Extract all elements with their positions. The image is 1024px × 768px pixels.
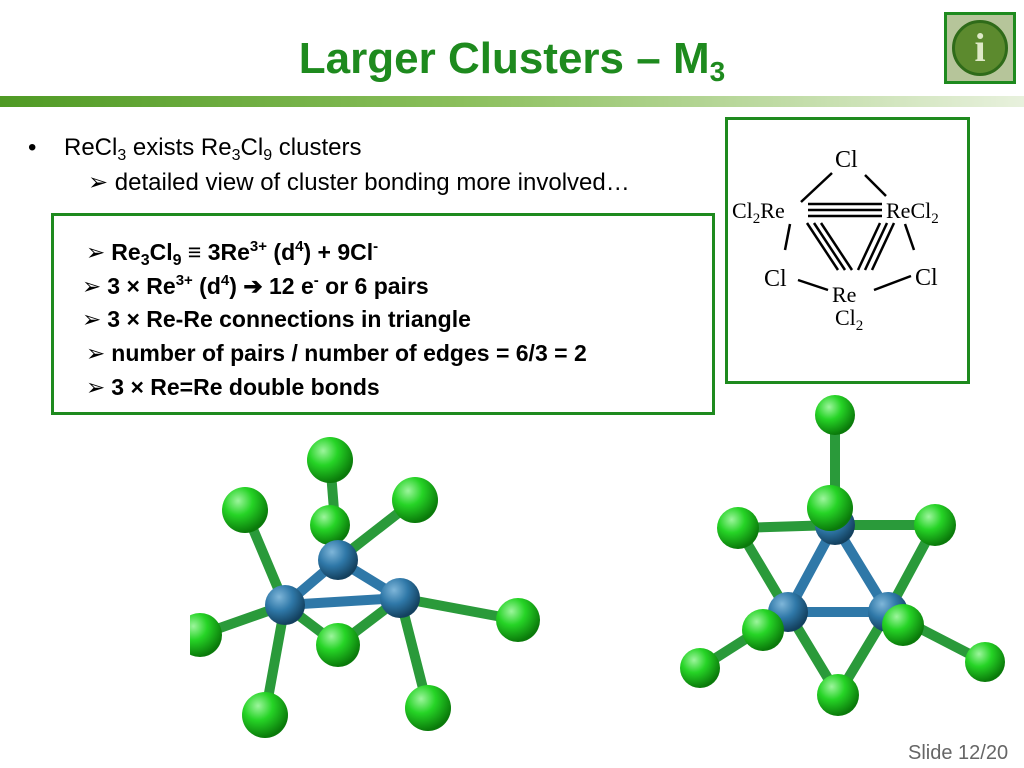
arrow-bullet-icon: ➢ [86, 239, 106, 265]
cl-atom [190, 613, 222, 657]
bond-cl-right [864, 174, 887, 197]
re-re-bond-left-3 [819, 222, 854, 271]
cl-atom [717, 507, 759, 549]
re-atom [265, 585, 305, 625]
cl-atom [222, 487, 268, 533]
bullet-marker: • [28, 134, 37, 161]
cl-atom [807, 485, 853, 531]
sub-bullet-text: detailed view of cluster bonding more in… [114, 169, 630, 196]
re-atom [380, 578, 420, 618]
info-icon: i [952, 20, 1008, 76]
recl2-right-label: ReCl2 [886, 198, 939, 227]
cl-atom [742, 609, 784, 651]
cl-atom [817, 674, 859, 716]
cl-atom [965, 642, 1005, 682]
box-line-double-bonds: ➢3 × Re=Re double bonds [86, 374, 380, 400]
cl-atom [680, 648, 720, 688]
cl-atom [914, 504, 956, 546]
model-bonds [695, 410, 990, 700]
info-button[interactable]: i [944, 12, 1016, 84]
right-arrow-icon: ➔ [243, 273, 263, 299]
bond-right-cl [903, 223, 916, 251]
re-re-bond-right-1 [856, 222, 882, 271]
bond-cl-bottom-right [873, 274, 912, 292]
re-re-bond-right-3 [870, 222, 896, 271]
re3cl9-3d-model-top-view [680, 395, 1005, 716]
cl2-bottom-label: Cl2 [835, 305, 863, 334]
arrow-bullet-icon: ➢ [88, 169, 109, 196]
re-atom [318, 540, 358, 580]
arrow-bullet-icon: ➢ [82, 273, 102, 299]
arrow-bullet-icon: ➢ [82, 306, 102, 332]
cl-atom [405, 685, 451, 731]
cl-top-label: Cl [835, 147, 858, 173]
cl-atom [882, 604, 924, 646]
arrow-bullet-icon: ➢ [86, 374, 106, 400]
cl-atom [815, 395, 855, 435]
bond-lines [783, 172, 916, 292]
structure-drawing: Cl Cl2Re ReCl2 Cl Cl Re Cl2 [732, 147, 939, 334]
bond-left-cl [783, 223, 792, 251]
bond-cl-bottom-left [797, 278, 829, 292]
cl-atom [316, 623, 360, 667]
cl-atom [392, 477, 438, 523]
box-line-formula: ➢Re3Cl9 ≡ 3Re3+ (d4) + 9Cl- [86, 238, 379, 269]
title-divider [0, 96, 1024, 107]
cl-atom [310, 505, 350, 545]
recl2-left-label: Cl2Re [732, 198, 785, 227]
box-line-ratio: ➢number of pairs / number of edges = 6/3… [86, 340, 587, 366]
bonding-summary-box: ➢Re3Cl9 ≡ 3Re3+ (d4) + 9Cl- ➢3 × Re3+ (d… [51, 213, 715, 415]
cl-right-label: Cl [915, 265, 938, 291]
bond-cl-left [800, 172, 833, 203]
box-line-connections: ➢3 × Re-Re connections in triangle [82, 306, 471, 332]
cl-atom [242, 692, 288, 738]
re-re-bond-left-1 [805, 222, 840, 271]
slide-title: Larger Clusters – M3 [298, 34, 726, 87]
cl-atom [307, 437, 353, 483]
re3cl9-3d-model-side-view [190, 437, 540, 738]
sub-bullet-detailed-view: ➢ detailed view of cluster bonding more … [88, 168, 630, 197]
re3cl9-structure-diagram: Cl Cl2Re ReCl2 Cl Cl Re Cl2 [725, 117, 970, 384]
cl-left-label: Cl [764, 266, 787, 292]
box-line-electrons: ➢3 × Re3+ (d4) ➔ 12 e- or 6 pairs [82, 272, 429, 299]
arrow-bullet-icon: ➢ [86, 340, 106, 366]
re-re-bond-left-2 [812, 222, 847, 271]
cl-atom [496, 598, 540, 642]
slide-number: Slide 12/20 [908, 742, 1009, 764]
re-re-bond-right-2 [863, 222, 889, 271]
bullet-text: ReCl3 exists Re3Cl9 clusters [64, 134, 362, 164]
re-bottom-label: Re [832, 282, 856, 307]
